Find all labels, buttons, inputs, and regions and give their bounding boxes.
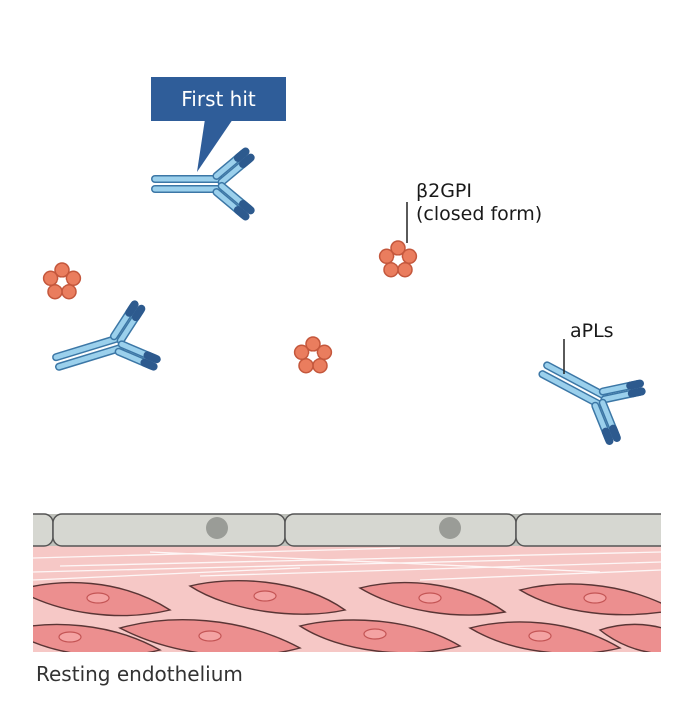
endothelial-layer: [0, 505, 680, 655]
callout-pointer: [197, 119, 233, 172]
b2gpi-label-subtitle: (closed form): [416, 203, 543, 225]
endothelial-nucleus: [439, 517, 461, 539]
endothelial-cell: [284, 513, 517, 547]
caption-resting-endothelium: Resting endothelium: [36, 662, 243, 686]
smooth-muscle-nuclei: [58, 590, 607, 643]
antibody-right: [530, 341, 645, 443]
endothelial-cell: [52, 513, 286, 547]
b2gpi-ring-labelled: [378, 240, 418, 278]
apls-label: aPLs: [570, 320, 614, 342]
endothelial-cell: [515, 513, 677, 547]
b2gpi-ring-left: [42, 262, 82, 300]
first-hit-callout: First hit: [151, 77, 286, 121]
antibody-left: [48, 303, 158, 393]
endothelial-nucleus: [206, 517, 228, 539]
b2gpi-label: β2GPI: [416, 180, 472, 202]
b2gpi-ring-center: [293, 336, 333, 374]
